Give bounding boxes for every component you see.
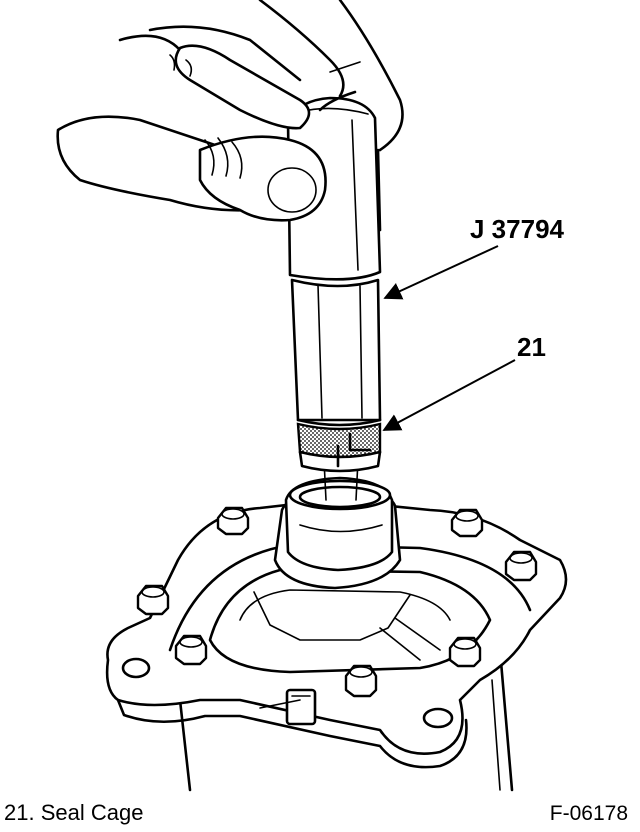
seal-bore — [273, 459, 402, 590]
technician-hand — [56, 0, 404, 232]
bolt-head — [448, 636, 482, 668]
bolt-head — [450, 508, 484, 538]
tool-callout-label: J 37794 — [470, 214, 565, 244]
seal-cage — [296, 422, 382, 473]
figure-legend: 21. Seal Cage — [4, 800, 144, 825]
figure-id: F-06178 — [549, 802, 628, 825]
bolt-head — [216, 506, 250, 536]
callout-leaders — [382, 245, 516, 431]
seal-installer-tool — [286, 96, 382, 427]
bolt-head — [344, 664, 378, 698]
transfer-case-housing — [105, 498, 568, 792]
bolt-head — [136, 584, 170, 616]
bolt-head — [174, 634, 208, 666]
part-callout-label: 21 — [517, 332, 546, 362]
bolt-head — [504, 550, 538, 582]
flange-bolts — [136, 506, 538, 698]
